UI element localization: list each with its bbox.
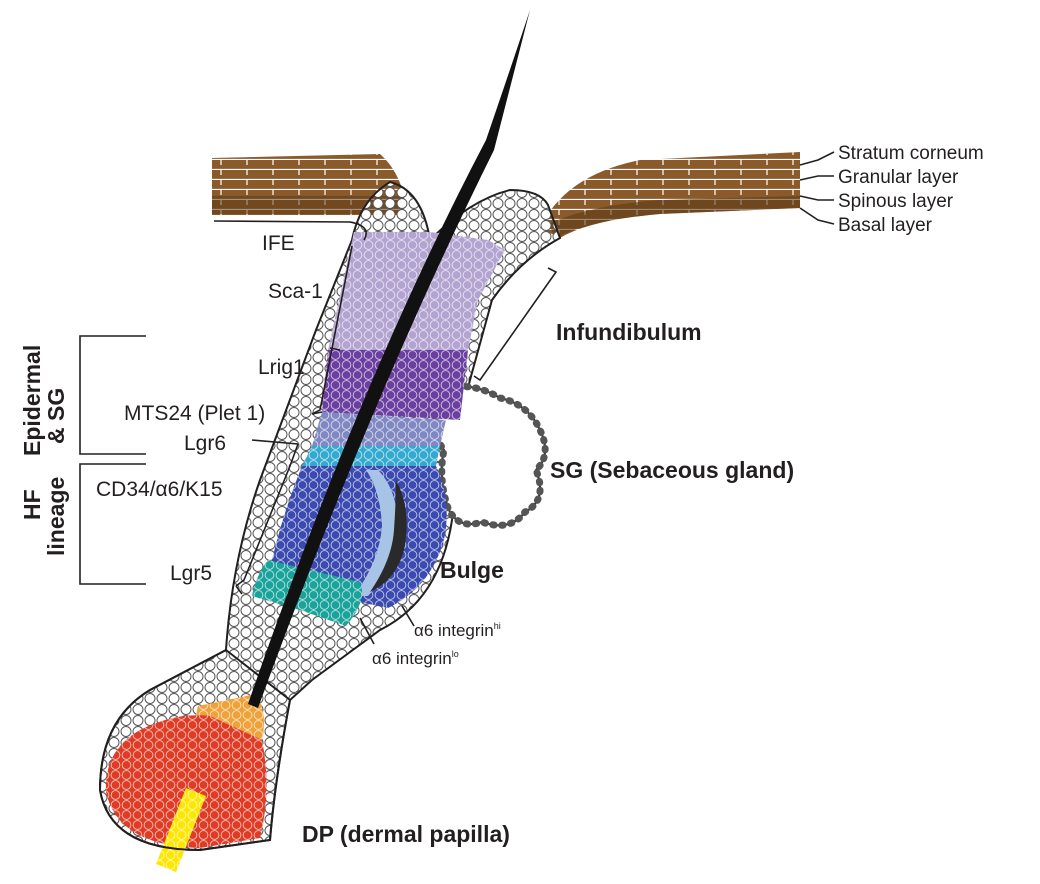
label-sebaceous-gland: SG (Sebaceous gland): [550, 457, 794, 483]
epidermis-right: [540, 152, 800, 238]
side-label-hf-line2: lineage: [43, 477, 69, 556]
side-label-epidermal: Epidermal & SG: [19, 345, 69, 456]
side-label-epidermal-line1: Epidermal: [19, 345, 45, 456]
label-ife: IFE: [262, 232, 295, 255]
label-lgr5: Lgr5: [170, 562, 212, 585]
side-label-epidermal-line2: & SG: [43, 388, 69, 444]
label-integrin-hi: α6 integrinhi: [414, 621, 501, 640]
label-stratum-corneum: Stratum corneum: [838, 143, 984, 164]
side-brackets: [80, 336, 146, 584]
label-dermal-papilla: DP (dermal papilla): [302, 821, 510, 847]
label-integrin-lo: α6 integrinlo: [372, 649, 459, 668]
label-cd34: CD34/α6/K15: [96, 478, 223, 501]
label-mts24: MTS24 (Plet 1): [124, 402, 265, 425]
side-label-hf-line1: HF: [19, 489, 45, 520]
label-spinous-layer: Spinous layer: [838, 191, 954, 212]
label-infundibulum: Infundibulum: [556, 319, 702, 345]
zone-cyan: [302, 446, 440, 466]
side-label-hf-lineage: HF lineage: [19, 477, 69, 556]
skin-layer-leaders: [800, 152, 834, 224]
label-bulge: Bulge: [440, 557, 504, 583]
label-lrig1: Lrig1: [258, 356, 305, 379]
label-sca1: Sca-1: [268, 280, 323, 303]
label-basal-layer: Basal layer: [838, 215, 933, 236]
label-lgr6: Lgr6: [184, 432, 226, 455]
label-granular-layer: Granular layer: [838, 167, 959, 188]
